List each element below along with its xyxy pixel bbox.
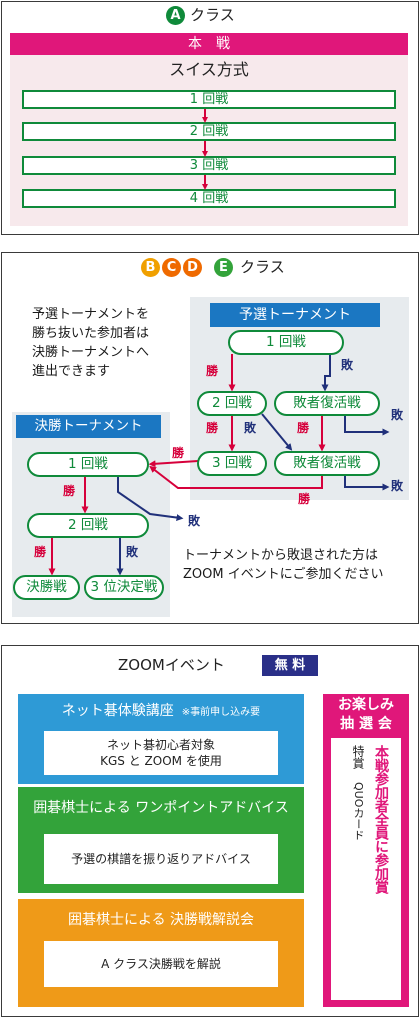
prelim-round-2: 2 回戦 [197, 391, 267, 416]
event-title: ネット碁体験講座 ※事前申し込み要 [18, 702, 304, 722]
win-label: 勝 [34, 545, 47, 559]
lottery-title: お楽しみ 抽 選 会 [338, 697, 394, 732]
prelim-repechage-1: 敗者復活戦 [274, 391, 380, 416]
d-class-badge: D [183, 258, 202, 277]
a-class-title: クラス [190, 6, 235, 24]
bcde-class-title: クラス [240, 258, 285, 276]
format-label: スイス方式 [169, 60, 249, 79]
prize-label: 特賞 [351, 745, 365, 769]
event-card-netgo: ネット碁体験講座 ※事前申し込み要 ネット碁初心者対象 KGS と ZOOM を使… [18, 694, 304, 784]
a-class-badge: A [166, 6, 185, 25]
event-title-text: ネット碁体験講座 [61, 703, 174, 719]
final-r1-lose-arrow [117, 477, 184, 522]
final-round-2: 2 回戦 [27, 513, 149, 538]
lose-label: 敗 [391, 479, 404, 493]
event-note: ※事前申し込み要 [181, 707, 261, 718]
a-round-arrows [202, 109, 208, 190]
final-header: 決勝トーナメント [16, 415, 161, 438]
a-round-4: 4 回戦 [22, 189, 396, 208]
event-title: 囲碁棋士による ワンポイントアドバイス [33, 800, 289, 816]
final-round-1: 1 回戦 [27, 452, 149, 477]
win-label: 勝 [297, 421, 310, 435]
eliminated-note: トーナメントから敗退された方は ZOOM イベントにご参加ください [183, 548, 384, 582]
b-class-badge: B [141, 258, 160, 277]
lose-label: 敗 [126, 545, 139, 559]
event-title: 囲碁棋士による 決勝戦解説会 [67, 912, 255, 928]
a-round-1: 1 回戦 [22, 90, 396, 109]
prelim-round-1: 1 回戦 [228, 330, 344, 355]
tournament-arrows [48, 354, 390, 576]
win-label: 勝 [206, 421, 219, 435]
lose-label: 敗 [244, 421, 257, 435]
event-detail: ネット碁初心者対象 KGS と ZOOM を使用 [44, 731, 278, 775]
a-round-3: 3 回戦 [22, 156, 396, 175]
prelim-repechage-2: 敗者復活戦 [274, 451, 380, 476]
prelim-r3-to-final [148, 460, 199, 468]
win-label: 勝 [63, 484, 76, 498]
a-round-2: 2 回戦 [22, 122, 396, 141]
lose-label: 敗 [341, 358, 354, 372]
lose-label: 敗 [188, 514, 201, 528]
event-detail: 予選の棋譜を振り返りアドバイス [44, 834, 278, 884]
win-label: 勝 [206, 364, 219, 378]
prelim-rep2-win-to-final [149, 465, 323, 489]
prelim-r2-lose-arrow [261, 413, 293, 451]
main-round-bar: 本 戦 [10, 33, 408, 55]
win-label: 勝 [172, 446, 185, 460]
c-class-badge: C [162, 258, 181, 277]
win-label: 勝 [298, 492, 311, 506]
free-badge: 無 料 [262, 655, 318, 676]
participation-prize: 本戦参加者全員に参加賞 [373, 745, 389, 894]
event-card-advice: 囲碁棋士による ワンポイントアドバイス 予選の棋譜を振り返りアドバイス [18, 787, 304, 893]
lottery-inner [331, 738, 401, 1000]
zoom-title: ZOOMイベント [118, 656, 225, 674]
prelim-rep1-lose-arrow [344, 414, 390, 436]
prelim-r1-lose-arrow [321, 354, 331, 392]
prelim-rep2-lose-arrow [344, 476, 390, 491]
event-detail: A クラス決勝戦を解説 [44, 941, 278, 987]
prelim-round-3: 3 回戦 [197, 451, 267, 476]
intro-text: 予選トーナメントを 勝ち抜いた参加者は 決勝トーナメントへ 進出できます [32, 307, 150, 379]
prelim-header: 予選トーナメント [210, 303, 380, 327]
prize-name: QUOカード [352, 782, 365, 841]
event-card-commentary: 囲碁棋士による 決勝戦解説会 A クラス決勝戦を解説 [18, 899, 304, 1007]
third-place-match: 3 位決定戦 [84, 575, 164, 600]
lose-label: 敗 [391, 408, 404, 422]
final-match: 決勝戦 [13, 575, 80, 600]
e-class-badge: E [214, 258, 233, 277]
